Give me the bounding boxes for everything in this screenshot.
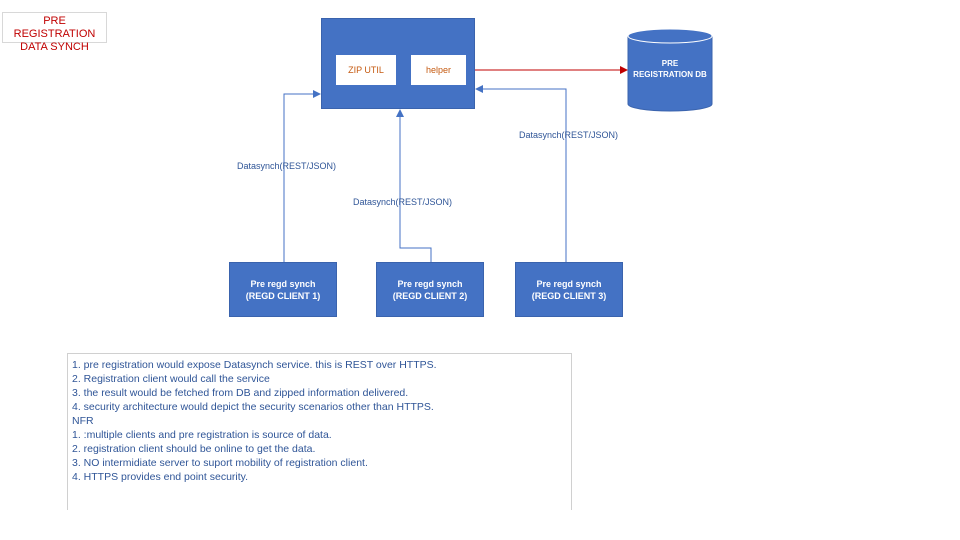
title-line-1: PRE REGISTRATION [13,15,96,40]
client-1-line-2: (REGD CLIENT 1) [245,290,321,301]
db-label-line-2: REGISTRATION DB [633,70,707,79]
title-line-2: DATA SYNCH [20,41,89,53]
registration-db-cylinder [627,28,713,112]
client-3-line-2: (REGD CLIENT 3) [531,290,607,301]
client-1-line-1: Pre regd synch [250,278,316,289]
client1-edge-label: Datasynch(REST/JSON) [237,161,337,171]
client3-edge-label: Datasynch(REST/JSON) [519,130,619,140]
diagram-title: PRE REGISTRATION DATA SYNCH [2,12,107,53]
note-line: 3. the result would be fetched from DB a… [72,387,409,399]
client2-to-server-connector [396,109,432,262]
registration-db-label: PRE REGISTRATION DB [628,58,712,80]
regd-client-3-box: Pre regd synch (REGD CLIENT 3) [515,262,623,317]
notes-box: 1. pre registration would expose Datasyn… [67,353,572,510]
note-line: 2. registration client should be online … [72,443,316,455]
note-line: NFR [72,415,94,427]
helper-box: helper [411,55,466,85]
note-line: 4. security architecture would depict th… [72,401,434,413]
pre-registration-server: ZIP UTIL helper [321,18,475,109]
client-2-line-1: Pre regd synch [397,278,463,289]
client3-to-server-connector [475,85,567,262]
regd-client-2-box: Pre regd synch (REGD CLIENT 2) [376,262,484,317]
client-3-line-1: Pre regd synch [536,278,602,289]
client1-to-server-connector [283,90,321,262]
client-2-line-2: (REGD CLIENT 2) [392,290,468,301]
db-label-line-1: PRE [661,59,679,68]
client2-edge-label: Datasynch(REST/JSON) [353,197,453,207]
note-line: 1. :multiple clients and pre registratio… [72,429,332,441]
regd-client-1-box: Pre regd synch (REGD CLIENT 1) [229,262,337,317]
note-line: 1. pre registration would expose Datasyn… [72,359,437,371]
note-line: 3. NO intermidiate server to suport mobi… [72,457,368,469]
note-line: 4. HTTPS provides end point security. [72,471,249,483]
zip-util-box: ZIP UTIL [336,55,396,85]
note-line: 2. Registration client would call the se… [72,373,270,385]
